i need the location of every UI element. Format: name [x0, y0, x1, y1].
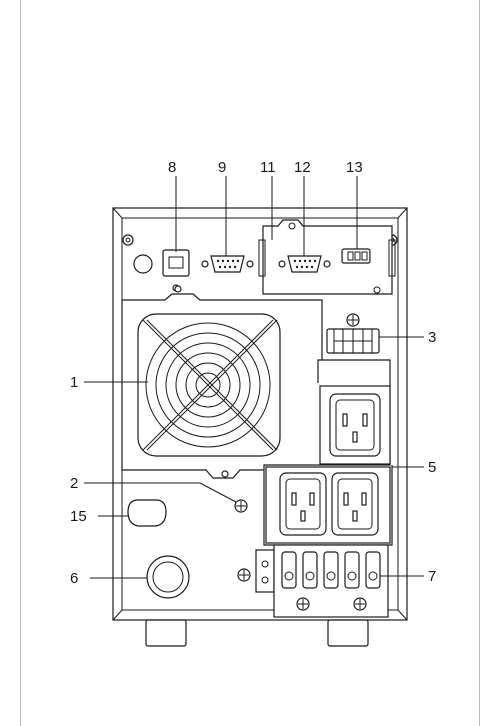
- callout-12: 12: [294, 159, 311, 176]
- page-frame: [20, 0, 480, 726]
- callout-2: 2: [70, 475, 78, 492]
- ac-outlet-icon: [263, 359, 393, 546]
- serial-port-icon: [201, 255, 254, 273]
- callout-13: 13: [346, 159, 363, 176]
- callout-7: 7: [428, 568, 436, 585]
- left-foot: [145, 619, 187, 647]
- callout-6: 6: [70, 570, 78, 587]
- callout-3: 3: [428, 329, 436, 346]
- ground-screw-icon: [234, 499, 248, 513]
- callout-15: 15: [70, 508, 87, 525]
- input-grommet: [146, 555, 190, 599]
- usb-port-icon: [133, 249, 190, 292]
- callout-5: 5: [428, 459, 436, 476]
- leader-lines: [84, 176, 424, 579]
- callout-11: 11: [260, 159, 276, 176]
- callout-8: 8: [168, 159, 176, 176]
- fan-grille-icon: [121, 285, 323, 479]
- cable-knockout: [127, 499, 167, 527]
- callout-9: 9: [218, 159, 226, 176]
- circuit-breaker: [326, 313, 380, 354]
- option-slot-card: [258, 219, 396, 295]
- callout-1: 1: [70, 374, 78, 391]
- terminal-block-icon: [237, 544, 389, 618]
- right-foot: [327, 619, 369, 647]
